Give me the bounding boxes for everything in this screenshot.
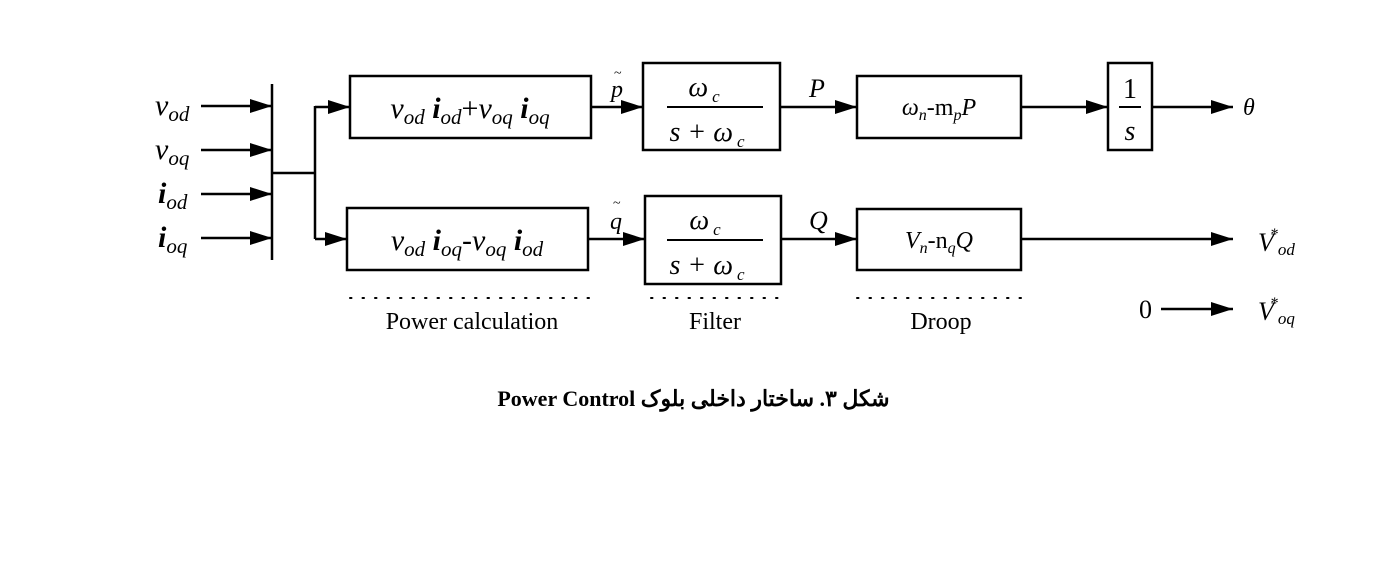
zero-label: 0 xyxy=(1139,295,1152,324)
input-v-oq-label: voq xyxy=(155,133,190,170)
P-label: P xyxy=(808,74,825,103)
q-droop-block xyxy=(855,207,1023,272)
p-calc-text: vod iod+voq ioq xyxy=(390,92,550,129)
droop-label: Droop xyxy=(910,309,971,335)
p-calc-expression: vod iod+voq ioq xyxy=(390,92,550,129)
p-tilde-accent: ~ xyxy=(614,66,622,81)
theta-label: θ xyxy=(1243,95,1255,121)
input-arrows xyxy=(201,99,272,245)
q-calc-text: vod ioq-voq iod xyxy=(391,224,544,261)
figure-caption: شکل ۳. ساختار داخلی بلوک Power Control xyxy=(497,386,890,411)
q-droop-text: Vn-nqQ xyxy=(905,228,973,257)
q-calc-expression: vod ioq-voq iod xyxy=(391,224,544,261)
input-i-oq-label: ioq xyxy=(158,221,188,258)
mux xyxy=(270,84,350,260)
vod-ref-label: V*od xyxy=(1258,226,1295,259)
input-v-od-label: vod xyxy=(155,89,190,126)
signal-connectors xyxy=(588,100,1233,316)
filter-label: Filter xyxy=(689,309,741,335)
integrator-numerator: 1 xyxy=(1123,74,1137,105)
voq-ref-label: V*oq xyxy=(1258,295,1295,328)
power-calculation-label: Power calculation xyxy=(386,309,559,335)
input-labels: vod voq iod ioq xyxy=(155,89,190,258)
Q-label: Q xyxy=(809,206,828,235)
p-droop-block xyxy=(855,74,1023,140)
q-tilde-label: q xyxy=(610,209,622,235)
p-droop-text: ωn-mpP xyxy=(902,95,977,124)
integrator-denominator: s xyxy=(1125,116,1136,147)
q-calc-block xyxy=(345,206,590,272)
p-tilde-label: p xyxy=(609,77,623,103)
q-tilde-accent: ~ xyxy=(613,196,621,211)
input-i-od-label: iod xyxy=(158,177,188,214)
